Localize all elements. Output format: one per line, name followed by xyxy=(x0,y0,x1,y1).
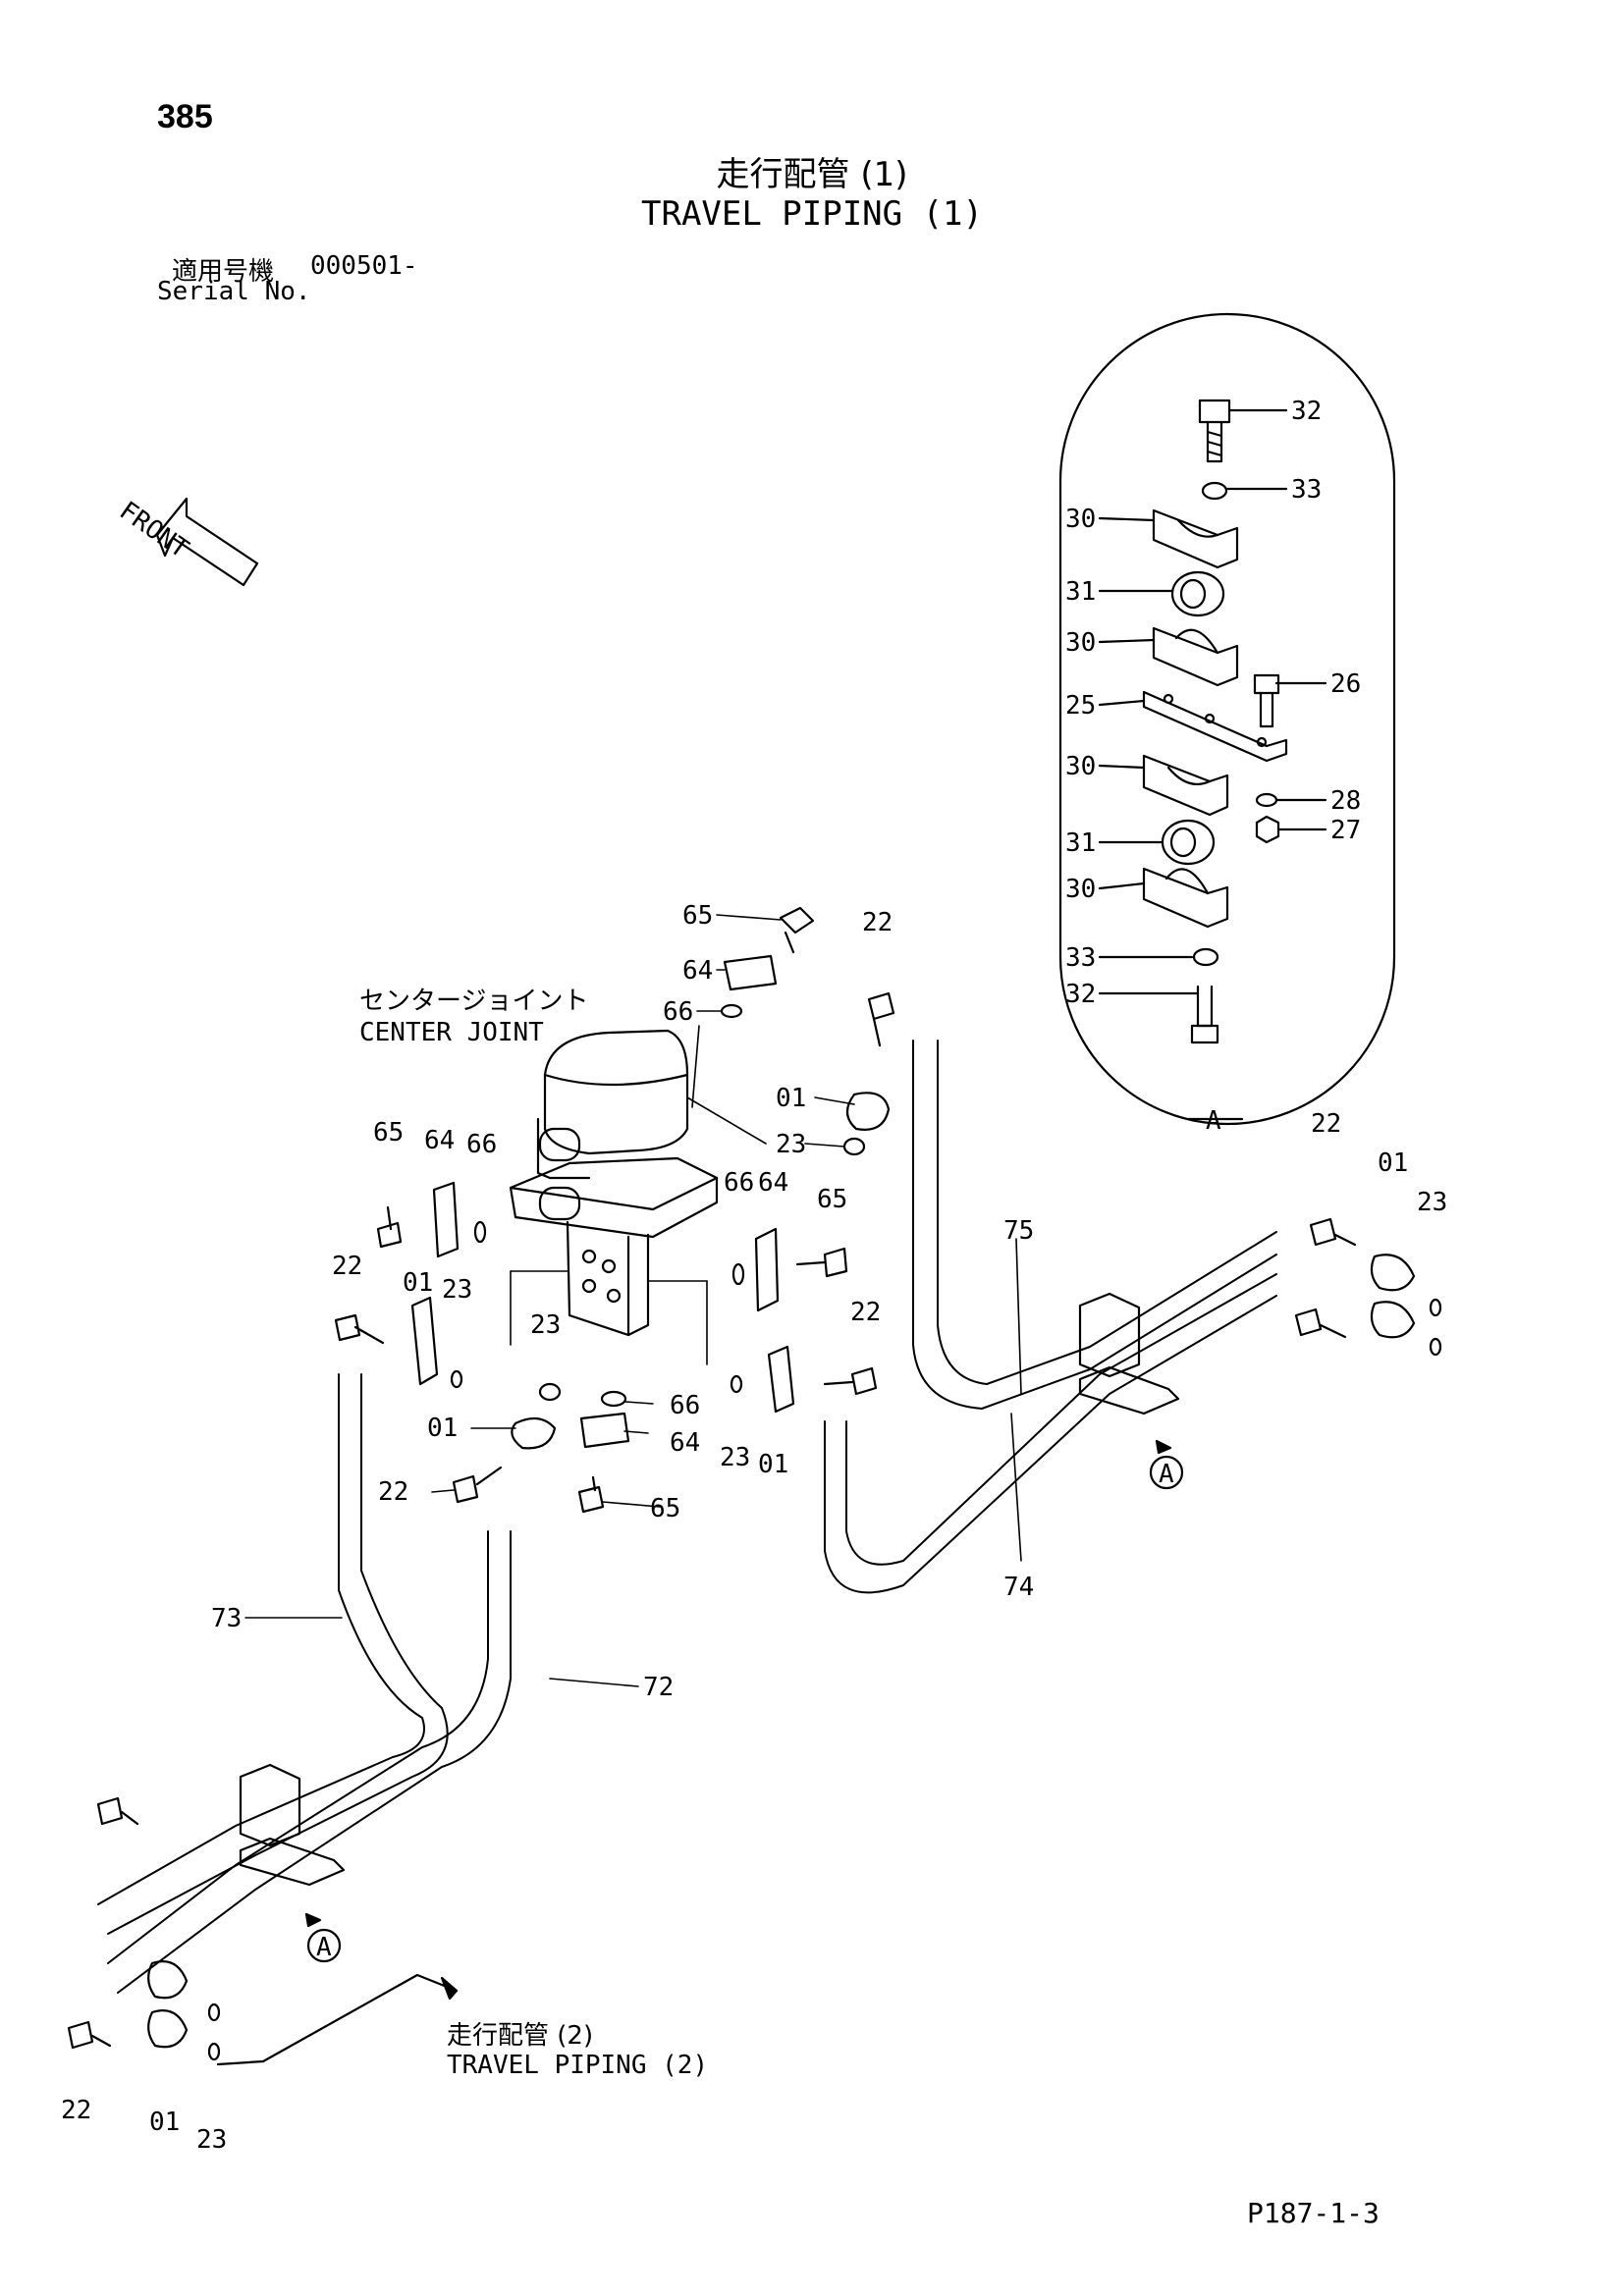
part-label-23: 23 xyxy=(530,1310,561,1340)
section-a-marker-label-right: A xyxy=(1159,1460,1174,1489)
part-label-27: 27 xyxy=(1330,816,1361,845)
part-label-65: 65 xyxy=(650,1494,680,1523)
part-label-01: 01 xyxy=(149,2108,180,2137)
part-label-64: 64 xyxy=(682,956,713,986)
part-label-33: 33 xyxy=(1291,475,1322,505)
part-label-75: 75 xyxy=(1003,1216,1034,1246)
part-label-23: 23 xyxy=(196,2125,227,2155)
part-label-25: 25 xyxy=(1065,691,1096,721)
page-title-ja: 走行配管 (1) xyxy=(716,155,908,194)
part-label-23: 23 xyxy=(720,1443,750,1472)
travel-pipes xyxy=(97,1040,1277,1994)
part-label-66: 66 xyxy=(663,997,693,1027)
part-label-74: 74 xyxy=(1003,1573,1034,1602)
part-label-23: 23 xyxy=(442,1275,472,1305)
serial-value: 000501- xyxy=(310,251,418,281)
part-label-30: 30 xyxy=(1065,752,1096,781)
part-label-65: 65 xyxy=(682,901,713,931)
part-label-73: 73 xyxy=(211,1604,242,1633)
center-joint-label-ja: センタージョイント xyxy=(359,987,588,1016)
part-label-01: 01 xyxy=(776,1084,806,1113)
detail-a-leaders xyxy=(1098,408,1327,1121)
link-arrow xyxy=(216,1973,459,2066)
part-label-65: 65 xyxy=(817,1185,847,1214)
center-joint-fittings xyxy=(67,906,1442,2061)
part-label-23: 23 xyxy=(776,1130,806,1159)
part-label-72: 72 xyxy=(643,1673,674,1702)
part-label-22: 22 xyxy=(862,908,893,937)
part-label-32: 32 xyxy=(1291,397,1322,426)
front-label: FRONT xyxy=(114,496,194,564)
part-label-31: 31 xyxy=(1065,828,1096,858)
center-joint xyxy=(509,1029,719,1337)
detail-a-label: A xyxy=(1206,1106,1221,1136)
part-label-32: 32 xyxy=(1065,980,1096,1009)
link-ref-label-ja: 走行配管 (2) xyxy=(447,2021,593,2051)
part-label-01: 01 xyxy=(427,1414,458,1443)
pipe-clamps xyxy=(239,1292,1180,1887)
part-label-22: 22 xyxy=(61,2096,91,2125)
page-title-en: TRAVEL PIPING (1) xyxy=(641,194,983,234)
part-label-30: 30 xyxy=(1065,505,1096,534)
page-number: 385 xyxy=(157,98,213,135)
part-label-30: 30 xyxy=(1065,875,1096,904)
part-label-65: 65 xyxy=(373,1118,404,1148)
part-label-01: 01 xyxy=(758,1450,788,1479)
part-label-22: 22 xyxy=(1311,1109,1341,1139)
serial-label-en: Serial No. xyxy=(157,277,311,306)
section-a-markers xyxy=(304,1439,1184,1963)
part-number-labels: 32 33 30 31 30 26 25 30 28 27 31 30 33 3… xyxy=(61,397,1447,2155)
detail-a-parts xyxy=(1142,399,1288,1044)
part-label-33: 33 xyxy=(1065,943,1096,973)
front-arrow-icon xyxy=(155,497,259,587)
part-label-23: 23 xyxy=(1417,1188,1447,1217)
part-label-66: 66 xyxy=(466,1130,497,1159)
link-ref-label-en: TRAVEL PIPING (2) xyxy=(447,2051,708,2080)
part-label-66: 66 xyxy=(724,1168,754,1198)
part-label-26: 26 xyxy=(1330,669,1361,699)
detail-a-outline xyxy=(1058,312,1396,1126)
part-label-28: 28 xyxy=(1330,786,1361,816)
section-a-marker-label-left: A xyxy=(316,1933,332,1962)
part-leaders xyxy=(244,914,1022,1687)
part-label-22: 22 xyxy=(850,1298,881,1327)
part-label-01: 01 xyxy=(403,1268,433,1298)
part-label-31: 31 xyxy=(1065,577,1096,607)
footer-code: P187-1-3 xyxy=(1247,2197,1380,2229)
part-label-64: 64 xyxy=(424,1126,455,1155)
part-label-22: 22 xyxy=(378,1477,408,1507)
serial-label-ja: 適用号機 xyxy=(172,257,275,287)
part-label-01: 01 xyxy=(1378,1148,1408,1178)
center-joint-label-en: CENTER JOINT xyxy=(359,1018,544,1047)
part-label-66: 66 xyxy=(670,1391,700,1420)
part-label-64: 64 xyxy=(758,1168,788,1198)
part-label-30: 30 xyxy=(1065,628,1096,658)
part-label-64: 64 xyxy=(670,1428,700,1458)
part-label-22: 22 xyxy=(332,1252,362,1281)
